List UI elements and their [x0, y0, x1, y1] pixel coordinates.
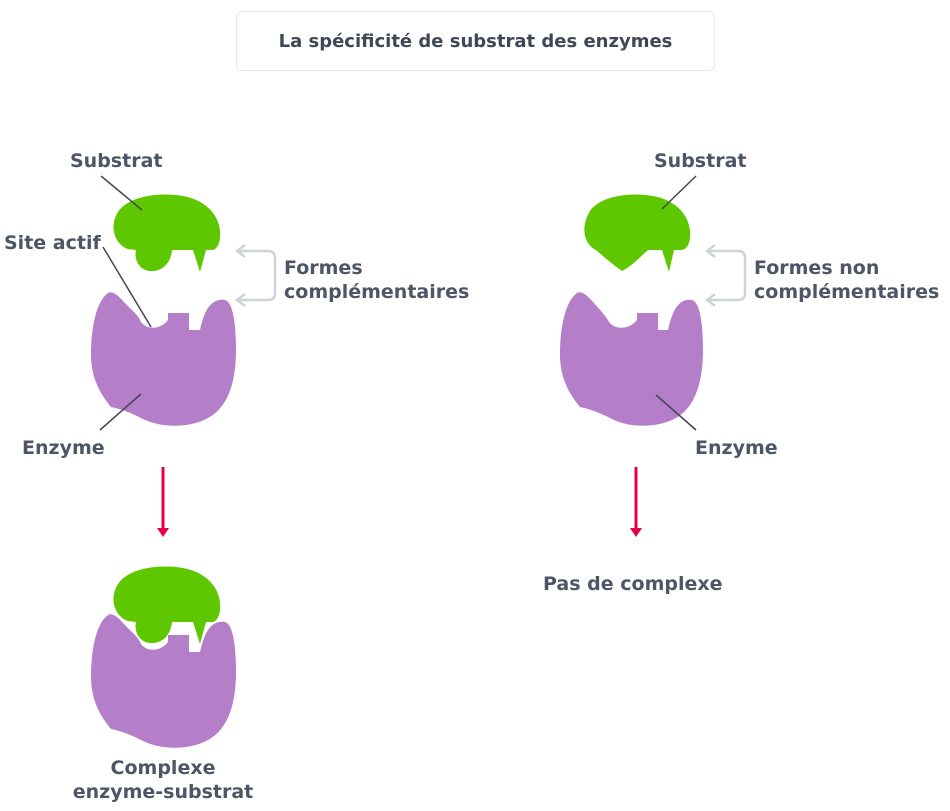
right-down-arrow-head	[630, 528, 642, 537]
left-bracket-arrowhead-bottom	[234, 293, 246, 307]
left-shapes-label-line2: complémentaires	[284, 281, 470, 303]
left-down-arrow-head	[157, 528, 169, 537]
right-shapes-bracket	[709, 249, 747, 302]
left-result-line1: Complexe	[110, 757, 216, 779]
left-substrate-label: Substrat	[70, 150, 163, 172]
right-enzyme-shape	[560, 292, 703, 426]
diagram-title: La spécificité de substrat des enzymes	[278, 30, 673, 52]
right-substrate-leader	[661, 175, 697, 210]
left-active-site-label: Site actif	[4, 232, 101, 254]
left-active-site-leader	[102, 246, 152, 328]
left-result-line2: enzyme-substrat	[72, 781, 254, 803]
left-shapes-bracket	[239, 249, 277, 302]
right-enzyme-label: Enzyme	[695, 437, 778, 459]
complex-substrate-shape	[113, 566, 221, 644]
right-shapes-label-line2: complémentaires	[754, 281, 940, 303]
complex-enzyme-shape	[91, 614, 236, 748]
right-substrate-shape	[584, 194, 691, 272]
left-enzyme-leader	[99, 393, 142, 431]
left-enzyme-shape	[91, 292, 236, 426]
right-enzyme-leader	[655, 394, 697, 431]
left-substrate-shape	[113, 194, 221, 272]
left-enzyme-label: Enzyme	[22, 437, 105, 459]
right-result-label: Pas de complexe	[543, 573, 723, 595]
right-shapes-label-line1: Formes non	[754, 257, 880, 279]
left-shapes-label-line1: Formes	[284, 257, 363, 279]
title-box: La spécificité de substrat des enzymes	[236, 11, 715, 71]
right-bracket-arrowhead-top	[704, 244, 716, 258]
left-bracket-arrowhead-top	[234, 244, 246, 258]
left-substrate-leader	[100, 175, 143, 211]
right-bracket-arrowhead-bottom	[704, 293, 716, 307]
right-substrate-label: Substrat	[654, 150, 747, 172]
